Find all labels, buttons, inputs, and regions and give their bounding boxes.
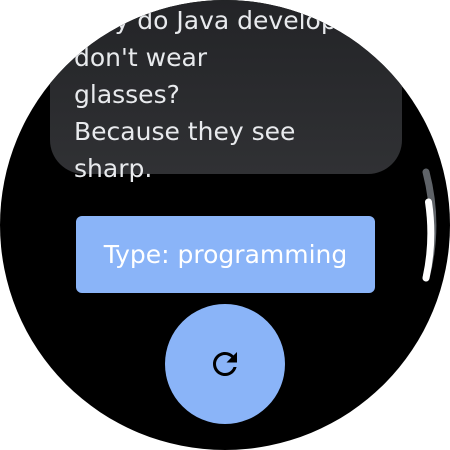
refresh-button[interactable] (165, 304, 285, 424)
scroll-thumb[interactable] (422, 198, 435, 282)
scroll-indicator[interactable] (400, 160, 440, 290)
joke-type-chip[interactable]: Type: programming (76, 216, 375, 293)
joke-text: Why do Java developers don't wear glasse… (74, 6, 376, 183)
joke-card: Why do Java developers don't wear glasse… (50, 0, 402, 183)
refresh-icon (213, 352, 237, 376)
